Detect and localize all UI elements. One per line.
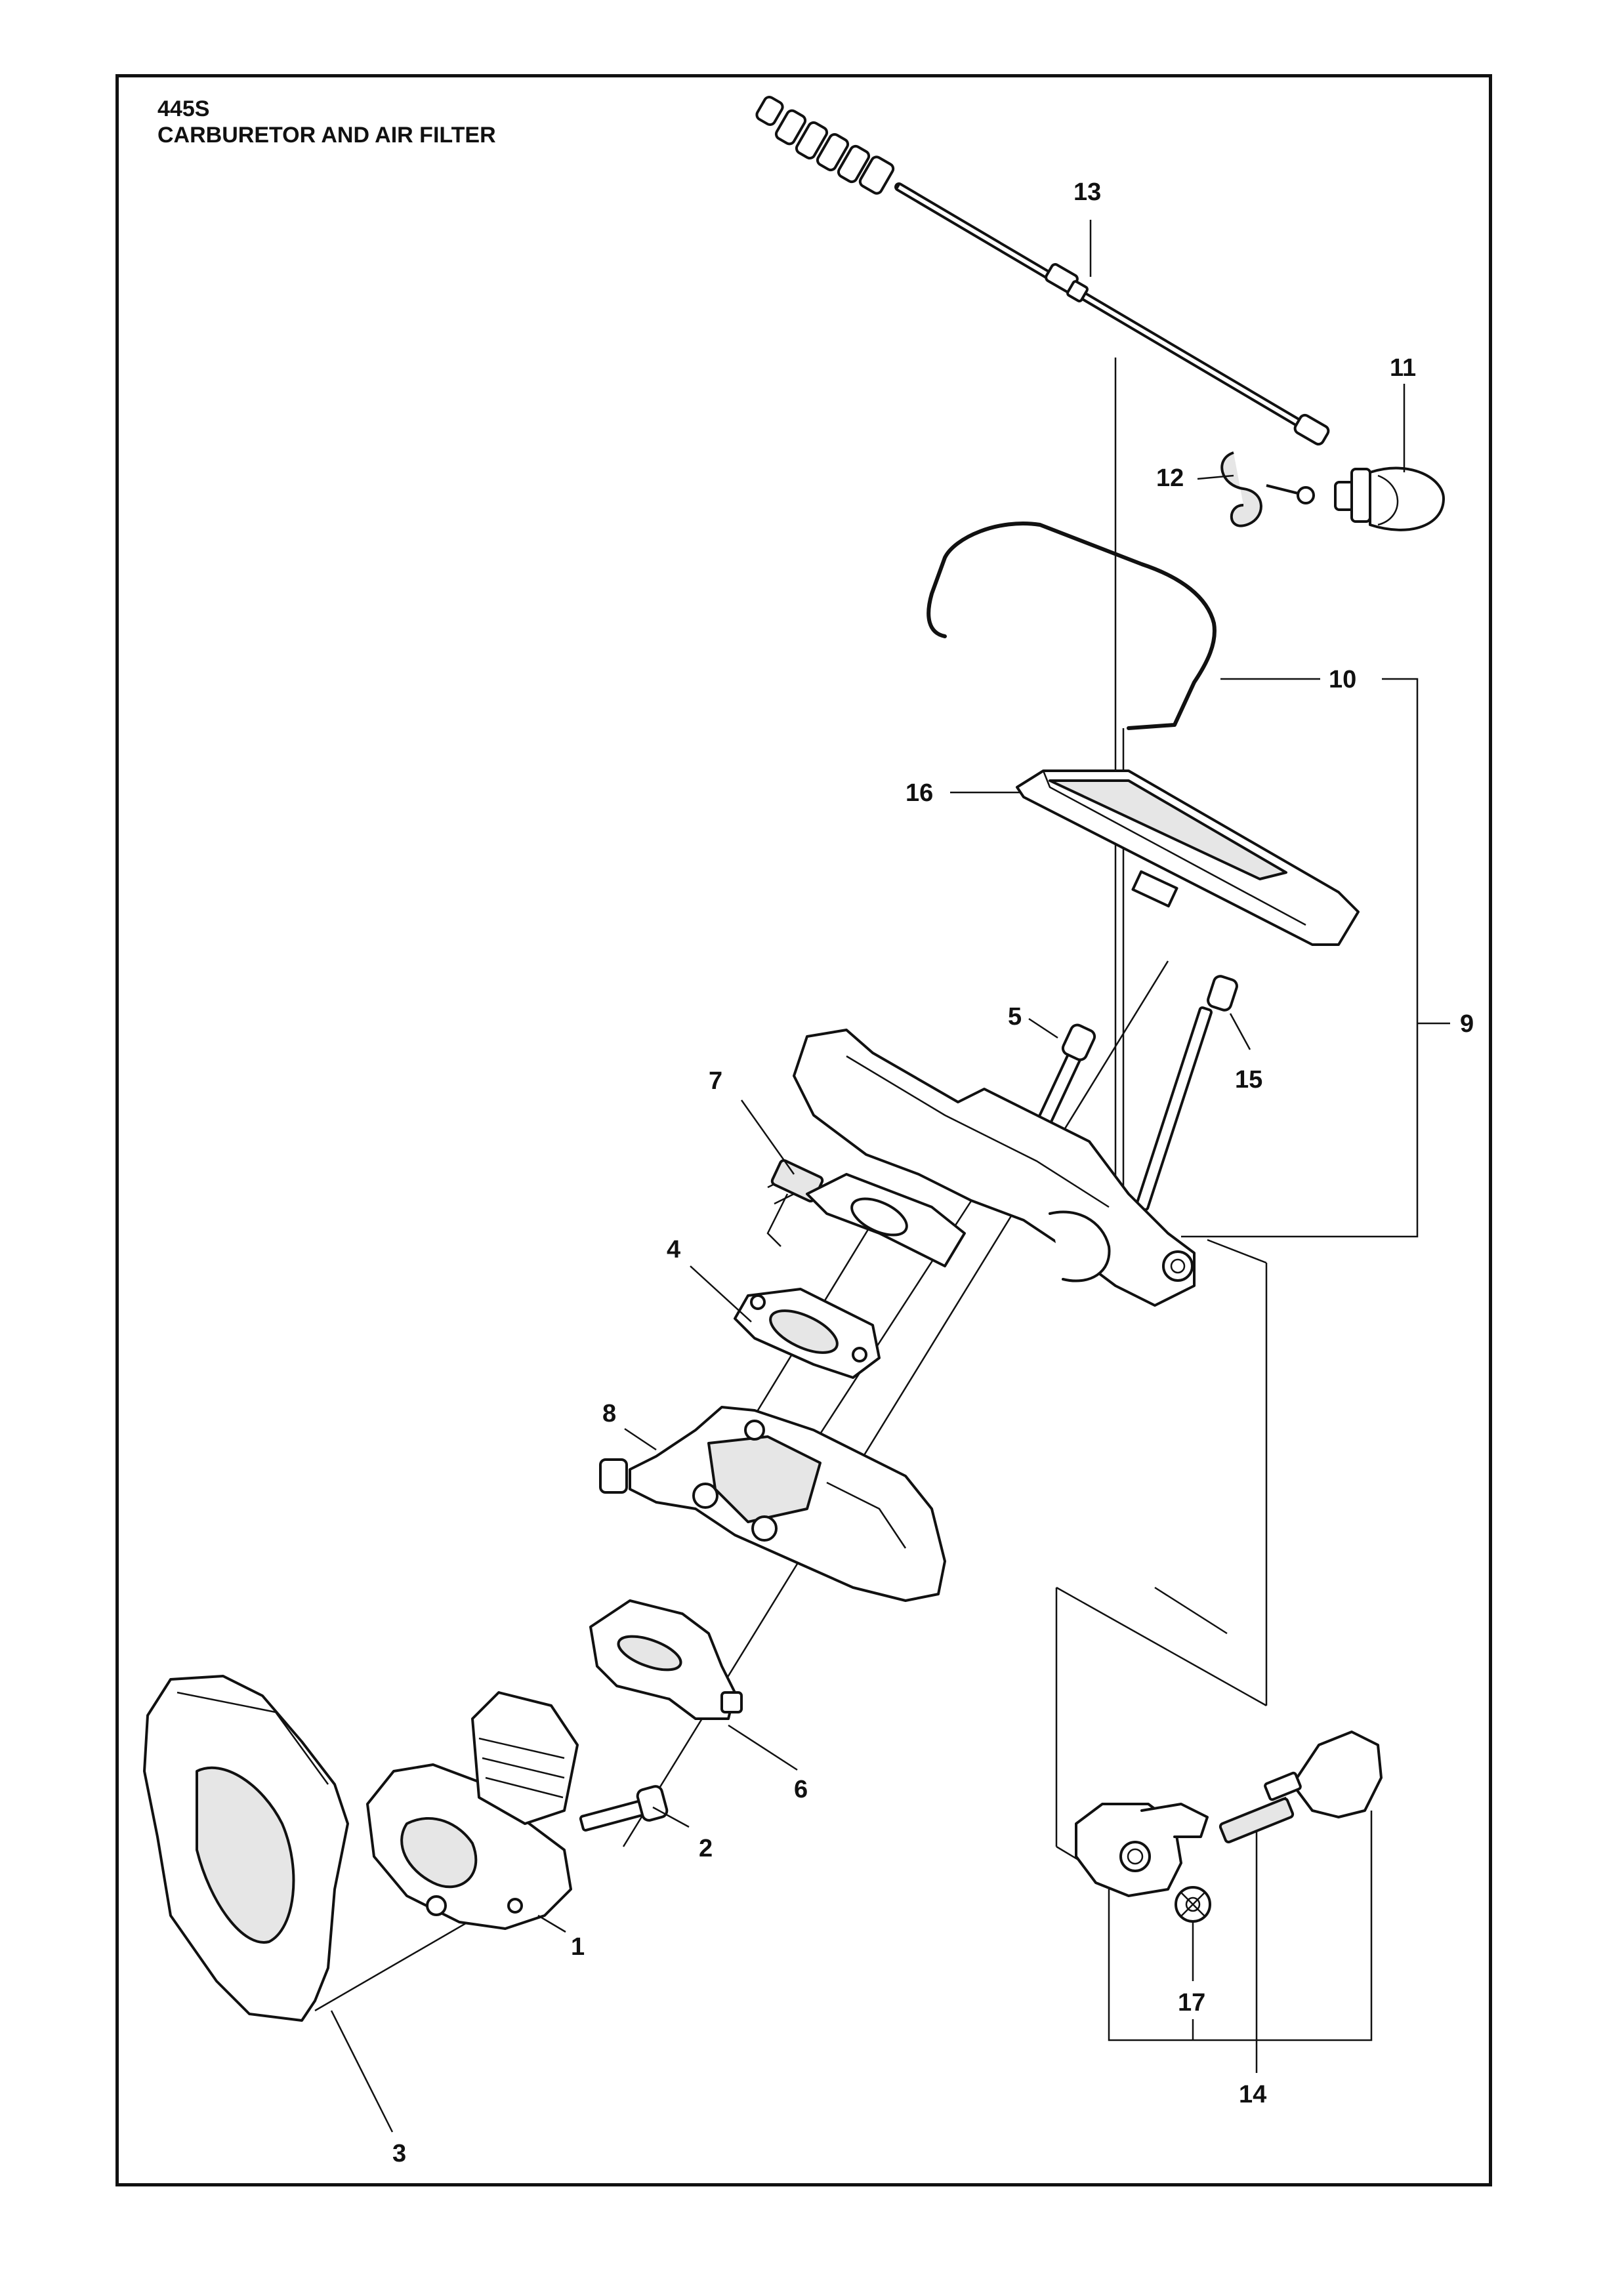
part-7-spring — [766, 1159, 966, 1267]
diagram-heading: 445S CARBURETOR AND AIR FILTER — [157, 96, 496, 148]
leader-lines — [330, 220, 1450, 2133]
callout-4: 4 — [667, 1236, 680, 1263]
part-14-choke-assembly — [1075, 1731, 1383, 1897]
part-16-air-filter — [1016, 769, 1360, 946]
part-6-insulator — [589, 1599, 743, 1720]
diagram-frame — [115, 74, 1492, 2186]
callout-17: 17 — [1178, 1989, 1205, 2017]
diagram-title: CARBURETOR AND AIR FILTER — [157, 123, 496, 148]
part-10-rod — [927, 522, 1217, 730]
callout-5: 5 — [1008, 1003, 1022, 1031]
part-5-screw — [1033, 1023, 1096, 1134]
callout-13: 13 — [1073, 178, 1101, 206]
part-12-clip — [1220, 451, 1315, 527]
part-17-washer — [1175, 1886, 1211, 1923]
callout-8: 8 — [602, 1400, 616, 1427]
callout-labels: 13 11 12 10 16 9 5 15 7 4 8 6 2 1 3 17 1… — [392, 178, 1474, 2167]
callout-2: 2 — [699, 1835, 713, 1862]
part-3-cover — [143, 1675, 349, 2022]
callout-14: 14 — [1239, 2081, 1266, 2108]
callout-3: 3 — [392, 2140, 406, 2167]
callout-6: 6 — [794, 1776, 808, 1803]
callout-12: 12 — [1156, 464, 1184, 492]
part-11-primer-bulb — [1334, 466, 1445, 531]
callout-11: 11 — [1390, 354, 1416, 382]
part-9-housing — [793, 1029, 1196, 1307]
callout-1: 1 — [571, 1933, 585, 1961]
part-8-carburetor — [599, 1406, 946, 1602]
part-13-fuel-line — [755, 95, 1330, 446]
callout-16: 16 — [906, 779, 933, 807]
part-4-plate — [734, 1288, 881, 1379]
part-15-screw — [1135, 975, 1238, 1211]
part-1-manifold — [366, 1691, 579, 1930]
part-2-screw — [579, 1785, 669, 1832]
callout-7: 7 — [709, 1067, 722, 1095]
callout-9: 9 — [1460, 1010, 1474, 1038]
callout-15: 15 — [1235, 1066, 1262, 1094]
callout-10: 10 — [1329, 666, 1356, 693]
model-number: 445S — [157, 96, 210, 121]
